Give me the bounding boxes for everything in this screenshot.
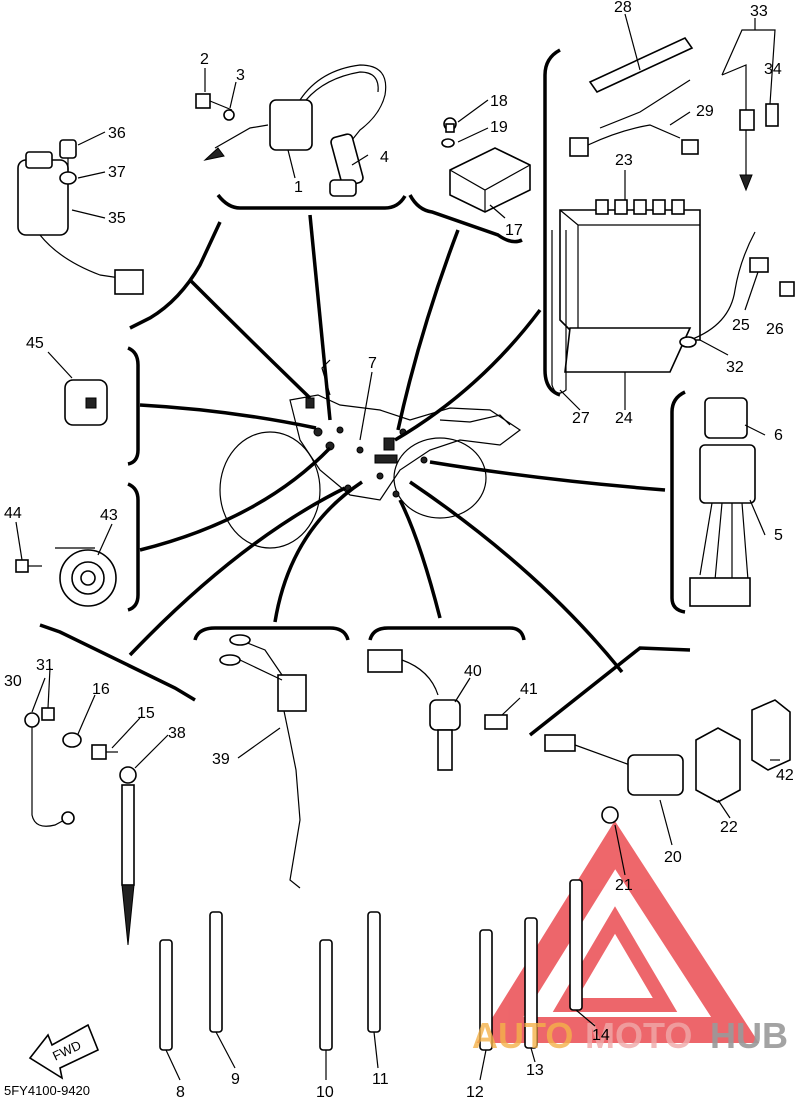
neutral-switch-38 — [119, 766, 137, 946]
watermark-auto: AUTO — [472, 1015, 573, 1056]
battery-cable — [679, 231, 795, 348]
temp-probe — [721, 64, 779, 192]
part-label-23: 23 — [615, 152, 633, 169]
relay-group — [544, 699, 791, 824]
sensor-39 — [219, 634, 307, 889]
rectifier-regulator — [441, 117, 531, 213]
part-label-43: 43 — [100, 507, 118, 524]
ground-lead — [24, 707, 75, 827]
part-label-3: 3 — [236, 67, 245, 84]
part-label-31: 31 — [36, 657, 54, 674]
washer-16 — [62, 732, 82, 748]
watermark-moto: MOTO — [585, 1015, 692, 1056]
part-label-40: 40 — [464, 663, 482, 680]
part-label-17: 17 — [505, 222, 523, 239]
part-label-22: 22 — [720, 819, 738, 836]
battery-band — [569, 36, 699, 157]
part-label-8: 8 — [176, 1084, 185, 1099]
part-label-13: 13 — [526, 1062, 544, 1079]
switch-40 — [367, 649, 508, 771]
part-label-34: 34 — [764, 61, 782, 78]
part-label-9: 9 — [231, 1071, 240, 1088]
part-label-7: 7 — [368, 355, 377, 372]
cable-ties — [159, 879, 583, 1051]
leader-lines — [128, 214, 666, 674]
part-label-28: 28 — [614, 0, 632, 16]
screw-15 — [91, 744, 118, 760]
washer-3 — [223, 109, 235, 121]
part-label-32: 32 — [726, 359, 744, 376]
bike-connectors — [305, 397, 428, 498]
part-label-21: 21 — [615, 877, 633, 894]
main-switch — [17, 139, 144, 295]
part-label-24: 24 — [615, 410, 633, 427]
watermark-hub: HUB — [710, 1015, 788, 1056]
part-label-15: 15 — [137, 705, 155, 722]
part-label-30: 30 — [4, 673, 22, 690]
battery — [551, 199, 701, 394]
part-label-18: 18 — [490, 93, 508, 110]
part-label-27: 27 — [572, 410, 590, 427]
part-label-2: 2 — [200, 51, 209, 68]
part-label-33: 33 — [750, 3, 768, 20]
part-label-6: 6 — [774, 427, 783, 444]
part-label-29: 29 — [696, 103, 714, 120]
part-label-25: 25 — [732, 317, 750, 334]
motorcycle-outline — [219, 359, 522, 549]
part-label-12: 12 — [466, 1084, 484, 1099]
ignition-coil — [203, 64, 387, 197]
part-number-labels: 1 2 3 4 5 6 7 8 9 10 11 12 13 14 15 16 1… — [4, 0, 794, 1099]
part-label-45: 45 — [26, 335, 44, 352]
callout-leaders — [15, 13, 780, 1081]
part-label-5: 5 — [774, 527, 783, 544]
part-label-39: 39 — [212, 751, 230, 768]
part-label-11: 11 — [372, 1071, 389, 1088]
part-label-41: 41 — [520, 681, 538, 698]
bolt-2 — [195, 93, 233, 111]
part-label-37: 37 — [108, 164, 126, 181]
part-label-1: 1 — [294, 179, 303, 196]
part-label-10: 10 — [316, 1084, 334, 1099]
part-label-14: 14 — [592, 1027, 610, 1044]
part-label-35: 35 — [108, 210, 126, 227]
relay-45 — [64, 379, 108, 426]
watermark-text: AUTO MOTO HUB — [472, 1015, 788, 1056]
part-label-16: 16 — [92, 681, 110, 698]
part-label-38: 38 — [168, 725, 186, 742]
starter-relay — [689, 397, 756, 607]
fwd-arrow-icon: FWD — [28, 1023, 100, 1080]
part-label-19: 19 — [490, 119, 508, 136]
group-brackets — [39, 48, 691, 737]
part-label-26: 26 — [766, 321, 784, 338]
part-label-36: 36 — [108, 125, 126, 142]
part-label-44: 44 — [4, 505, 22, 522]
watermark-logo — [476, 820, 759, 1043]
horn — [15, 547, 117, 607]
diagram-code: 5FY4100-9420 — [4, 1083, 90, 1098]
part-label-4: 4 — [380, 149, 389, 166]
part-label-42: 42 — [776, 767, 794, 784]
part-label-20: 20 — [664, 849, 682, 866]
